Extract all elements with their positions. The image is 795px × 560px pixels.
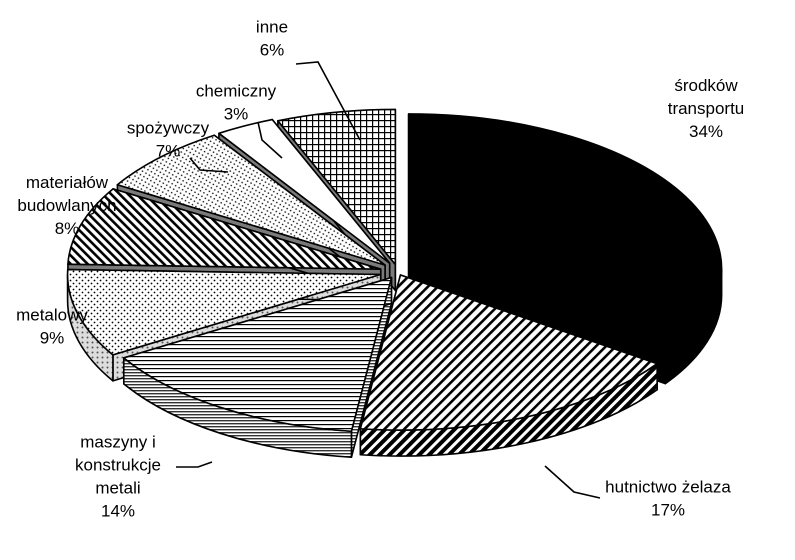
slice-label-5: materiałów budowlanych 8% [17,173,116,238]
leader-lines [176,61,601,499]
slice-name-line: hutnictwo żelaza [605,478,731,497]
slice-value-label: 34% [689,122,723,141]
leader-line-3 [176,461,213,468]
slice-label-1: środków transportu 34% [668,76,745,141]
leader-line-2 [544,465,601,499]
slice-label-7: chemiczny 3% [196,82,277,124]
slice-label-6: spożywczy 7% [127,119,210,161]
slice-value-label: 14% [101,502,135,521]
slice-value-label: 3% [224,105,249,124]
slice-name-line: budowlanych [17,196,116,215]
slice-name-line: środków [674,76,738,95]
pie-slice-3 [122,276,393,459]
slice-name-line: spożywczy [127,119,210,138]
slice-name-line: metalowy [16,306,88,325]
leader-line-6 [189,157,229,173]
slice-name-line: transportu [668,99,745,118]
slice-name-line: chemiczny [196,82,277,101]
slice-labels: środków transportu 34% hutnictwo żelaza 17% m… [16,18,744,521]
slice-label-2: hutnictwo żelaza 17% [605,478,731,520]
slice-value-label: 8% [55,219,80,238]
slice-value-label: 7% [156,142,181,161]
slice-label-4: metalowy 9% [16,306,88,348]
leader-line-7 [257,121,283,159]
slice-name-line: maszyny i [80,433,156,452]
slice-value-label: 9% [40,329,65,348]
pie-slices [66,108,723,459]
slice-name-line: inne [256,18,288,37]
leader-line-8 [295,61,361,141]
pie-slice-2 [359,274,658,457]
slice-value-label: 6% [260,41,285,60]
slice-name-line: metali [95,479,140,498]
slice-label-3: maszyny i konstrukcje metali 14% [75,433,161,521]
slice-label-8: inne 6% [256,18,288,60]
slice-name-line: konstrukcje [75,456,161,475]
slice-name-line: materiałów [26,173,109,192]
slice-value-label: 17% [651,501,685,520]
